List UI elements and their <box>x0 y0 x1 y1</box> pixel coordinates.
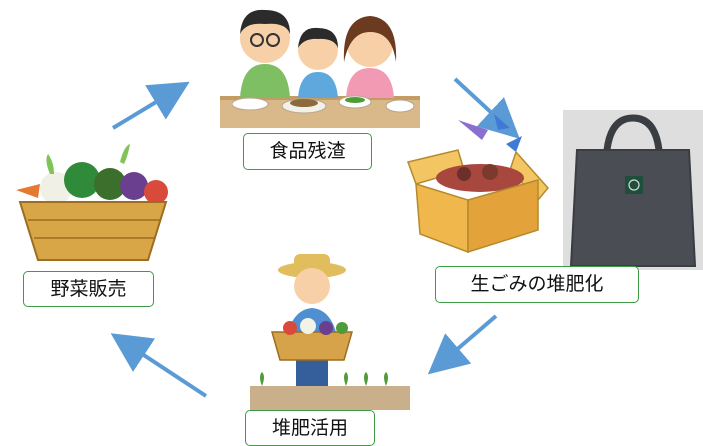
farmer-icon <box>250 254 410 410</box>
arrow-sales-to-food <box>111 81 190 130</box>
vegetable-sales-label-text: 野菜販売 <box>50 277 127 300</box>
family-eating-icon <box>220 9 420 128</box>
compost-box-icon <box>407 114 549 254</box>
compost-use-label-text: 堆肥活用 <box>271 416 348 439</box>
arrow-compost-to-use <box>427 314 498 375</box>
composting-label-text: 生ごみの堆肥化 <box>470 273 604 295</box>
arrow-use-to-sales <box>110 333 208 398</box>
vegetable-sales-label: 野菜販売 <box>23 271 154 307</box>
food-waste-label-text: 食品残渣 <box>269 140 346 162</box>
compost-bag-icon <box>563 110 703 270</box>
vegetable-basket-icon <box>16 144 168 261</box>
composting-label: 生ごみの堆肥化 <box>435 266 639 303</box>
food-waste-label: 食品残渣 <box>243 133 372 170</box>
compost-use-label: 堆肥活用 <box>245 410 375 446</box>
